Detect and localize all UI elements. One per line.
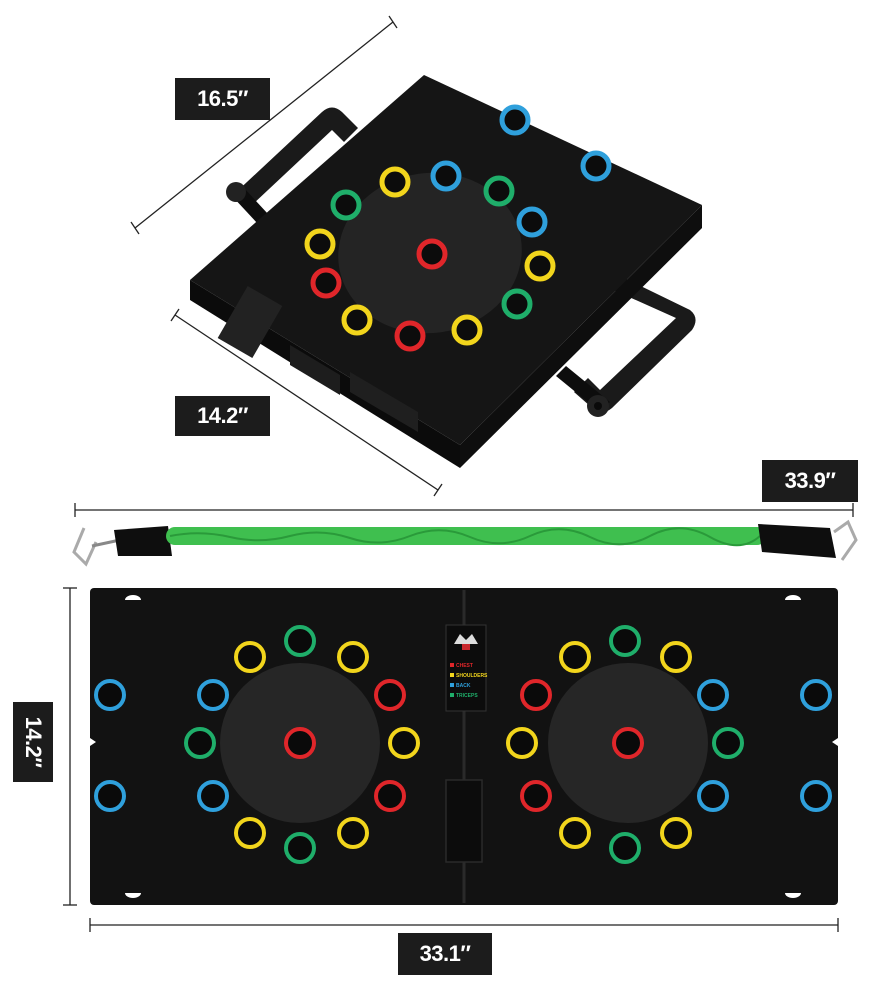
legend-item-shoulders: SHOULDERS	[456, 673, 488, 679]
dimension-label-folded-length: 16.5″	[175, 78, 270, 120]
legend-item-triceps: TRICEPS	[456, 693, 478, 699]
right-handle	[556, 272, 696, 417]
legend-item-back: BACK	[456, 683, 471, 689]
dimension-label-open-height: 14.2″	[13, 702, 53, 782]
open-board-left-rings	[94, 625, 420, 864]
resistance-band	[72, 519, 858, 567]
open-board-right-rings	[506, 625, 832, 864]
open-pushup-board	[90, 588, 838, 905]
dimension-line-folded-length	[130, 15, 398, 235]
legend-logo	[454, 634, 478, 650]
legend-items: CHEST SHOULDERS BACK TRICEPS	[450, 663, 488, 699]
dimension-line-open-length	[89, 918, 839, 932]
dimension-label-open-length: 33.1″	[398, 933, 492, 975]
folded-pushup-board	[190, 75, 702, 468]
dimension-line-open-height	[63, 587, 77, 906]
dimension-label-band-length: 33.9″	[762, 460, 858, 502]
legend-item-chest: CHEST	[456, 663, 473, 669]
left-handle	[226, 107, 358, 224]
dimension-line-folded-width	[170, 308, 443, 497]
dimension-label-folded-width: 14.2″	[175, 396, 270, 436]
dimension-line-band	[74, 503, 854, 517]
folded-board-rings	[304, 104, 612, 352]
